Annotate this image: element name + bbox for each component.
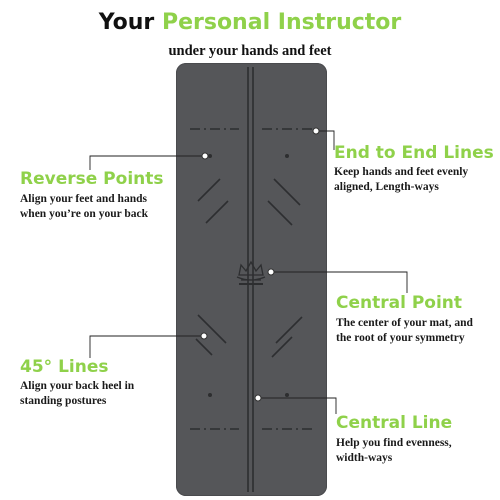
callout-central-line-line1: Help you find evenness,: [336, 437, 452, 449]
yoga-mat: [176, 63, 327, 496]
diag-lower-right-a: [275, 316, 303, 344]
leader-central-line: [258, 397, 337, 414]
callout-central-point-line1: The center of your mat, and: [336, 317, 473, 329]
callout-dot-reverse-points: [201, 152, 209, 160]
logo-caption-mark: [239, 283, 263, 285]
mat-alignment-lines: [190, 67, 313, 492]
diag-lower-left-b: [195, 338, 213, 356]
leader-end-to-end: [316, 130, 335, 150]
diag-upper-left-b: [205, 200, 229, 224]
callout-dot-central-point: [267, 268, 275, 276]
page-subtitle: under your hands and feet: [168, 43, 332, 59]
callout-reverse-points-line1: Align your feet and hands: [20, 193, 147, 205]
callout-end-to-end-desc: Keep hands and feet evenly aligned, Leng…: [334, 165, 468, 195]
callout-end-to-end-title: End to End Lines: [334, 143, 494, 163]
callout-45-lines-title: 45° Lines: [20, 357, 109, 377]
diag-lower-right-b: [271, 336, 293, 358]
leader-central-point: [271, 271, 408, 293]
callout-reverse-points-desc: Align your feet and hands when you’re on…: [20, 192, 148, 222]
callout-central-point-title: Central Point: [336, 293, 463, 313]
callout-dot-central-line: [254, 394, 262, 402]
callout-45-lines-line2: standing postures: [20, 395, 107, 407]
page-title: Your Personal Instructor: [0, 10, 500, 35]
callout-reverse-points-title: Reverse Points: [20, 169, 164, 189]
callout-central-point-line2: the root of your symmetry: [336, 332, 465, 344]
diag-upper-right-b: [267, 200, 293, 226]
reverse-point-top-left: [208, 154, 212, 158]
reverse-point-bottom-left: [208, 393, 212, 397]
diag-lower-left-a: [197, 314, 227, 344]
callout-dot-45-lines: [200, 332, 208, 340]
callout-end-to-end-line1: Keep hands and feet evenly: [334, 166, 469, 178]
callout-dot-end-to-end: [312, 127, 320, 135]
callout-45-lines-line1: Align your back heel in: [20, 380, 135, 392]
reverse-point-top-right: [285, 154, 289, 158]
leader-45-lines: [89, 335, 204, 358]
callout-reverse-points-line2: when you’re on your back: [20, 208, 149, 220]
diag-upper-right-a: [273, 178, 301, 206]
callout-end-to-end-line2: aligned, Length-ways: [334, 181, 439, 193]
diag-upper-left-a: [197, 178, 221, 202]
leader-reverse-points: [89, 155, 205, 170]
reverse-point-bottom-right: [285, 393, 289, 397]
title-prefix: Your: [98, 10, 155, 35]
callout-central-line-title: Central Line: [336, 413, 453, 433]
callout-central-line-line2: width-ways: [336, 452, 393, 464]
callout-central-line-desc: Help you find evenness, width-ways: [336, 436, 452, 466]
title-accent: Personal Instructor: [161, 10, 402, 35]
callout-central-point-desc: The center of your mat, and the root of …: [336, 316, 473, 346]
callout-45-lines-desc: Align your back heel in standing posture…: [20, 379, 134, 409]
lotus-crown-icon: [236, 260, 266, 281]
